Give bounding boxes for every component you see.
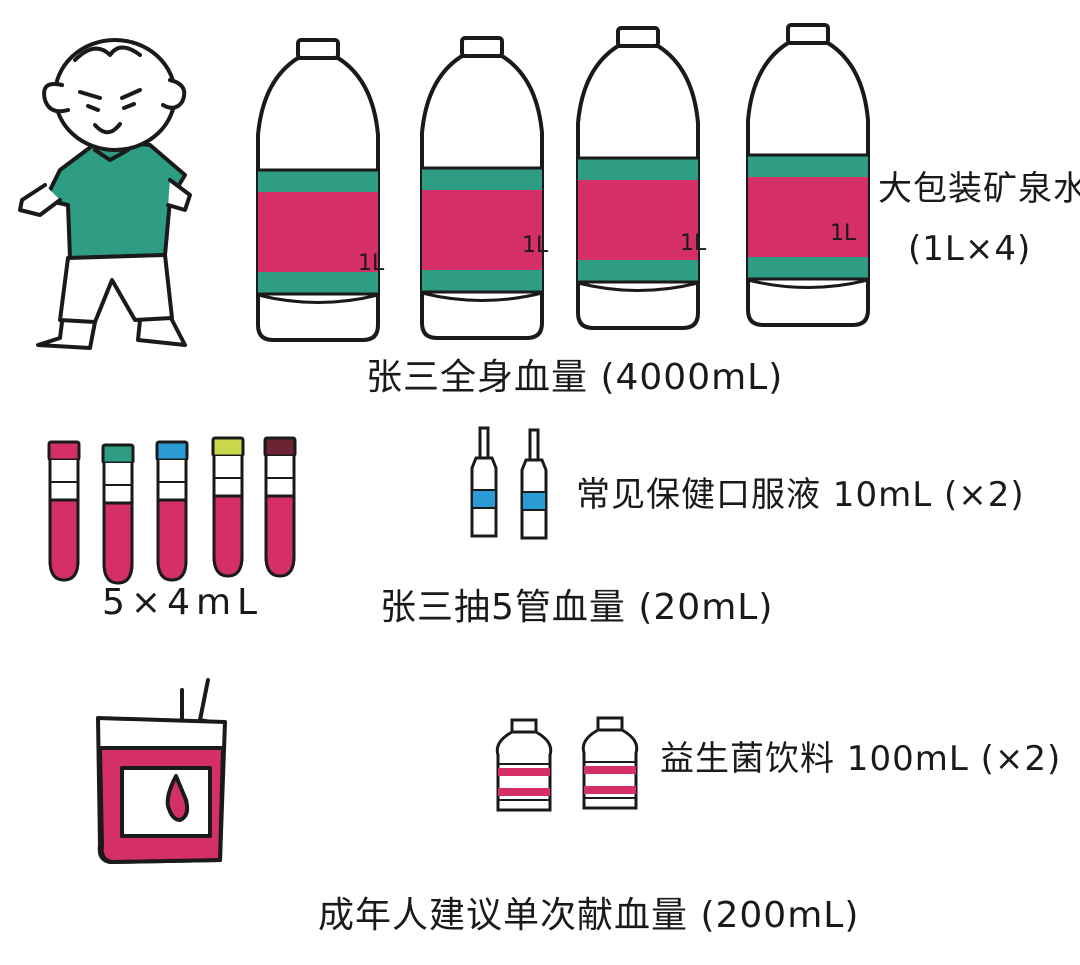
water-bottle-3: [576, 26, 700, 330]
oral-liquid-label: 常见保健口服液 10mL (×2): [576, 475, 1025, 515]
bottled-water-count-label: (1L×4): [908, 229, 1032, 269]
bottle-4-label: 1L: [830, 221, 857, 246]
tubes-label: 5×4mL: [102, 582, 264, 623]
bottle-label-texts: 1L 1L 1L 1L: [358, 221, 857, 276]
probiotic-bottle-2: [581, 716, 639, 810]
water-bottle-4: [746, 23, 870, 327]
bottle-3-label: 1L: [680, 231, 707, 256]
blood-tube-3: [155, 440, 189, 582]
blood-tube-4: [211, 436, 245, 578]
water-bottle-2: [420, 36, 544, 340]
blood-draw-label: 张三抽5管血量 (20mL): [380, 587, 774, 628]
bottled-water-label: 大包装矿泉水: [878, 169, 1080, 209]
bottle-2-label: 1L: [522, 233, 549, 258]
blood-tube-5: [263, 436, 297, 578]
probiotic-drink-label: 益生菌饮料 100mL (×2): [660, 739, 1062, 779]
blood-tube-1: [47, 440, 81, 582]
donation-label: 成年人建议单次献血量 (200mL): [318, 895, 860, 936]
oral-liquid-vial-1: [470, 426, 498, 538]
blood-tube-2: [101, 443, 135, 585]
total-blood-label: 张三全身血量 (4000mL): [366, 357, 784, 398]
oral-liquid-vial-2: [520, 428, 548, 540]
bottle-1-label: 1L: [358, 251, 385, 276]
blood-bag-icon: [96, 678, 227, 864]
probiotic-bottle-1: [495, 718, 553, 812]
water-bottle-1: [256, 38, 380, 342]
boy-figure-icon: [18, 38, 192, 350]
